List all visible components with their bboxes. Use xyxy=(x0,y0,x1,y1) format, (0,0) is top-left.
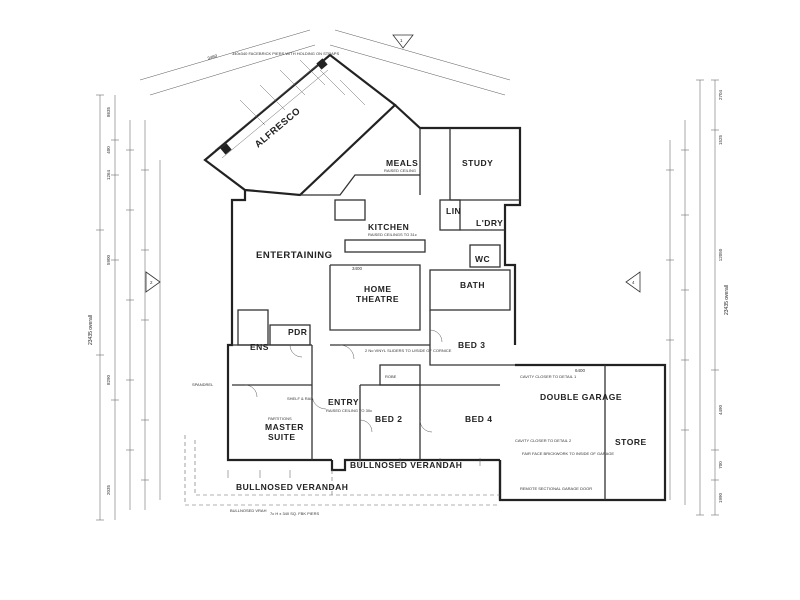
entry-ceiling-note: RAISED CEILING TO 30c xyxy=(326,408,372,413)
lin-label: LIN xyxy=(446,206,461,216)
spandrel-note: SPANDREL xyxy=(192,382,214,387)
meals-label: MEALS xyxy=(386,158,418,168)
left-dim-e: 8290 xyxy=(106,374,111,385)
cavity-closer-note-2: CAVITY CLOSER TO DETAIL 1 xyxy=(520,374,577,379)
home-theatre-label-1: HOME xyxy=(364,284,392,294)
laundry-label: L'DRY xyxy=(476,218,503,228)
cavity-closer-note: CAVITY CLOSER TO DETAIL 2 xyxy=(515,438,572,443)
right-dim-d: 4490 xyxy=(718,404,723,415)
shelf-note: SHELF & RAIL xyxy=(287,396,314,401)
study-label: STUDY xyxy=(462,158,493,168)
right-dim-f: 1990 xyxy=(718,492,723,503)
garage-door-note: REMOTE SECTIONAL GARAGE DOOR xyxy=(520,486,592,491)
verandah-right-label: BULLNOSED VERANDAH xyxy=(350,460,462,470)
wc-label: WC xyxy=(475,254,490,264)
left-dimension-strings xyxy=(96,94,161,521)
section-marker-top: 1 xyxy=(392,34,414,49)
right-overall-dim: 23435 overall xyxy=(724,285,730,315)
left-dim-c: 1264 xyxy=(106,169,111,180)
right-dimension-strings xyxy=(666,79,719,516)
top-left-dim: 3460 xyxy=(207,53,219,61)
bed2-label: BED 2 xyxy=(375,414,403,424)
right-dim-b: 1525 xyxy=(718,134,723,145)
ens-label: ENS xyxy=(250,342,269,352)
sliders-note: 2 No VINYL SLIDERS TO U/SIDE OF CORNICE xyxy=(365,348,452,353)
partitions-note: PARTITIONS xyxy=(268,416,292,421)
section-marker-right: 4 xyxy=(625,271,641,293)
store-label: STORE xyxy=(615,437,647,447)
verandah-outline xyxy=(184,435,500,506)
pier-note: 7c H x 340 SQ. FBK PIERS xyxy=(270,511,319,516)
svg-text:2: 2 xyxy=(150,280,153,285)
double-garage-label: DOUBLE GARAGE xyxy=(540,392,622,402)
bed3-label: BED 3 xyxy=(458,340,486,350)
left-dim-f: 2035 xyxy=(106,484,111,495)
verandah-left-label: BULLNOSED VERANDAH xyxy=(236,482,348,492)
verandah-note: BULLNOSED VRAH xyxy=(230,508,267,513)
alfresco-diagonal-dims xyxy=(139,29,511,96)
pdr-label: PDR xyxy=(288,327,307,337)
facebrick-note: 340x340 FACEBRICK PIERS WITH HOLDING ON … xyxy=(232,51,339,56)
left-dim-d: 5900 xyxy=(106,254,111,265)
garage-brick-note: FAIR FACE BRICKWORK TO INSIDE OF GARAGE xyxy=(522,451,614,456)
robe-note: ROBE xyxy=(385,374,397,379)
svg-text:1: 1 xyxy=(400,38,403,43)
svg-text:4: 4 xyxy=(632,280,635,285)
right-dim-c: 12050 xyxy=(718,248,723,261)
alfresco-zone xyxy=(203,53,397,197)
meals-ceiling-note: RAISED CEILING xyxy=(384,168,416,173)
kitchen-label: KITCHEN xyxy=(368,222,409,232)
entry-label: ENTRY xyxy=(328,397,359,407)
exterior-walls xyxy=(226,104,667,502)
section-marker-left: 2 xyxy=(145,271,161,293)
master-label-2: SUITE xyxy=(268,432,296,442)
left-dim-a: 8635 xyxy=(106,106,111,117)
entertaining-label: ENTERTAINING xyxy=(256,250,333,261)
bottom-dim: 3400 xyxy=(352,266,363,271)
bed4-label: BED 4 xyxy=(465,414,493,424)
door-swings xyxy=(244,329,443,433)
garage-width-dim: 6400 xyxy=(575,368,586,373)
right-dim-e: 700 xyxy=(718,461,723,469)
left-dim-b: 400 xyxy=(106,146,111,154)
left-overall-dim: 23435 overall xyxy=(88,315,94,345)
interior-walls xyxy=(232,128,606,500)
kitchen-ceiling-note: RAISED CEILINGS TO 31c xyxy=(368,232,417,237)
master-label-1: MASTER xyxy=(265,422,304,432)
bath-label: BATH xyxy=(460,280,485,290)
right-dim-a: 2704 xyxy=(718,89,723,100)
bottom-dim-ticks xyxy=(227,458,481,478)
home-theatre-label-2: THEATRE xyxy=(356,294,399,304)
